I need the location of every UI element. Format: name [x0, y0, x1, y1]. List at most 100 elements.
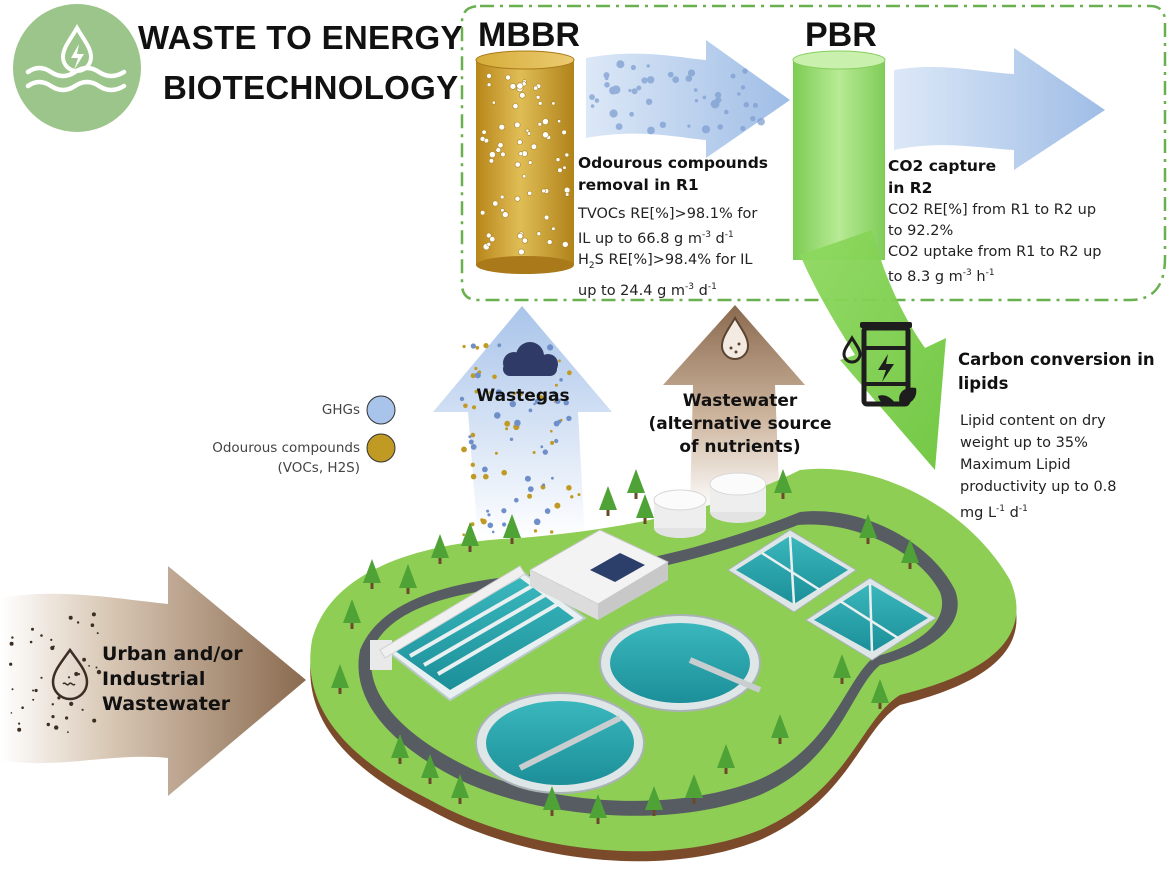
gas-bubble: [659, 121, 667, 128]
carrier-bubble: [537, 121, 542, 127]
wastegas-particle: [514, 419, 521, 427]
carrier-bubble: [495, 147, 502, 153]
tree-trunk: [458, 798, 462, 804]
sediment-particle: [9, 662, 13, 666]
tree: [901, 539, 919, 563]
carrier-bubble: [551, 101, 556, 106]
gas-bubble: [750, 115, 756, 122]
sediment-particle: [50, 638, 53, 642]
wastegas-particle: [474, 389, 479, 394]
r2-heading-line-2: in R2: [888, 179, 933, 197]
carrier-bubble: [543, 214, 550, 221]
tree-trunk: [878, 703, 882, 709]
sediment-particle: [53, 645, 55, 648]
wastegas-particle: [504, 420, 511, 427]
sediment-particle: [74, 671, 79, 677]
inflow-line-3: Wastewater: [102, 693, 231, 715]
wastegas-particle: [482, 466, 488, 473]
wastegas-particle: [563, 400, 569, 406]
tree: [331, 664, 349, 688]
co2-uptake-line-1: CO2 uptake from R1 to R2 up: [888, 244, 1102, 260]
sediment-particle: [11, 688, 14, 691]
sediment-particle: [17, 727, 22, 732]
wastegas-particle: [470, 462, 475, 467]
tree-trunk: [406, 588, 410, 594]
sediment-particle: [90, 623, 95, 627]
biofuel-barrel-icon: [842, 322, 917, 407]
sediment-particle: [32, 689, 35, 692]
odour-legend-label: Odourous compounds (VOCs, H2S): [212, 438, 360, 478]
pbr-reactor: [792, 50, 886, 260]
wastegas-particle: [542, 483, 546, 487]
lipids-line-4: productivity up to 0.8: [960, 479, 1117, 495]
gas-bubble: [641, 77, 648, 84]
gas-bubble: [737, 92, 741, 96]
wastegas-particle: [462, 344, 466, 349]
wastegas-particle: [461, 446, 467, 453]
carrier-bubble: [481, 129, 487, 135]
carrier-bubble: [546, 239, 553, 245]
tree: [685, 774, 703, 798]
gas-bubble: [594, 98, 600, 103]
wastegas-particle: [474, 366, 478, 371]
wastegas-particle: [470, 343, 476, 349]
wastegas-particle: [475, 345, 480, 350]
wastegas-particle: [470, 432, 476, 438]
odour-legend-line-1: Odourous compounds: [212, 440, 360, 456]
water-drop-energy-icon: [13, 4, 141, 132]
lipids-details: Lipid content on dry weight up to 35% Ma…: [960, 410, 1117, 524]
gas-bubble: [609, 109, 618, 118]
carrier-bubble: [557, 167, 563, 173]
lipids-heading-line-2: lipids: [958, 374, 1009, 393]
gas-bubble: [636, 85, 642, 91]
gas-bubble: [647, 126, 655, 135]
sediment-particle: [95, 666, 98, 669]
wastegas-particle: [518, 391, 523, 397]
carrier-bubble: [492, 200, 499, 207]
r1-details: TVOCs RE[%]>98.1% for IL up to 66.8 g m-…: [578, 204, 757, 302]
gas-bubble: [742, 68, 748, 74]
sediment-particle: [21, 706, 24, 709]
tree-trunk: [350, 623, 354, 629]
tree: [871, 679, 889, 703]
tree-trunk: [908, 563, 912, 569]
carrier-bubble: [486, 242, 492, 247]
sediment-particle: [88, 665, 90, 667]
tvoc-line-1: TVOCs RE[%]>98.1% for: [578, 206, 758, 222]
lipids-line-2: weight up to 35%: [960, 435, 1088, 451]
sediment-particle: [51, 703, 54, 706]
sediment-particle: [40, 634, 43, 637]
carrier-bubble: [530, 143, 538, 150]
gas-bubble: [753, 102, 758, 108]
wastegas-particle: [559, 378, 563, 382]
gas-bubble: [724, 109, 729, 115]
wastewater-line-2: (alternative source: [648, 414, 832, 434]
wastegas-arrow: [433, 306, 612, 540]
wastegas-particle: [551, 476, 554, 480]
gas-bubble: [743, 102, 749, 108]
wastegas-particle: [487, 522, 494, 529]
sediment-particle: [69, 701, 74, 707]
tree-trunk: [866, 538, 870, 544]
tree: [599, 486, 617, 510]
sediment-particle: [65, 716, 69, 720]
gas-bubble: [616, 60, 625, 69]
wastewater-arrow: [663, 305, 805, 510]
wastegas-particle: [512, 391, 517, 395]
carrier-bubble: [486, 73, 492, 79]
wastegas-particle: [486, 509, 490, 513]
sediment-particle: [91, 612, 96, 617]
wastegas-particle: [554, 383, 558, 387]
tree-trunk: [781, 493, 785, 499]
r1-heading: Odourous compounds removal in R1: [578, 152, 768, 196]
gas-bubble: [687, 124, 691, 128]
tree: [343, 599, 361, 623]
r2-heading-line-1: CO2 capture: [888, 157, 997, 175]
wastegas-particle: [550, 440, 555, 445]
wastegas-particle: [492, 374, 497, 380]
wastegas-particle: [566, 485, 572, 491]
tree: [431, 534, 449, 558]
wastegas-particle: [491, 530, 495, 534]
r2-heading: CO2 capture in R2: [888, 155, 996, 199]
